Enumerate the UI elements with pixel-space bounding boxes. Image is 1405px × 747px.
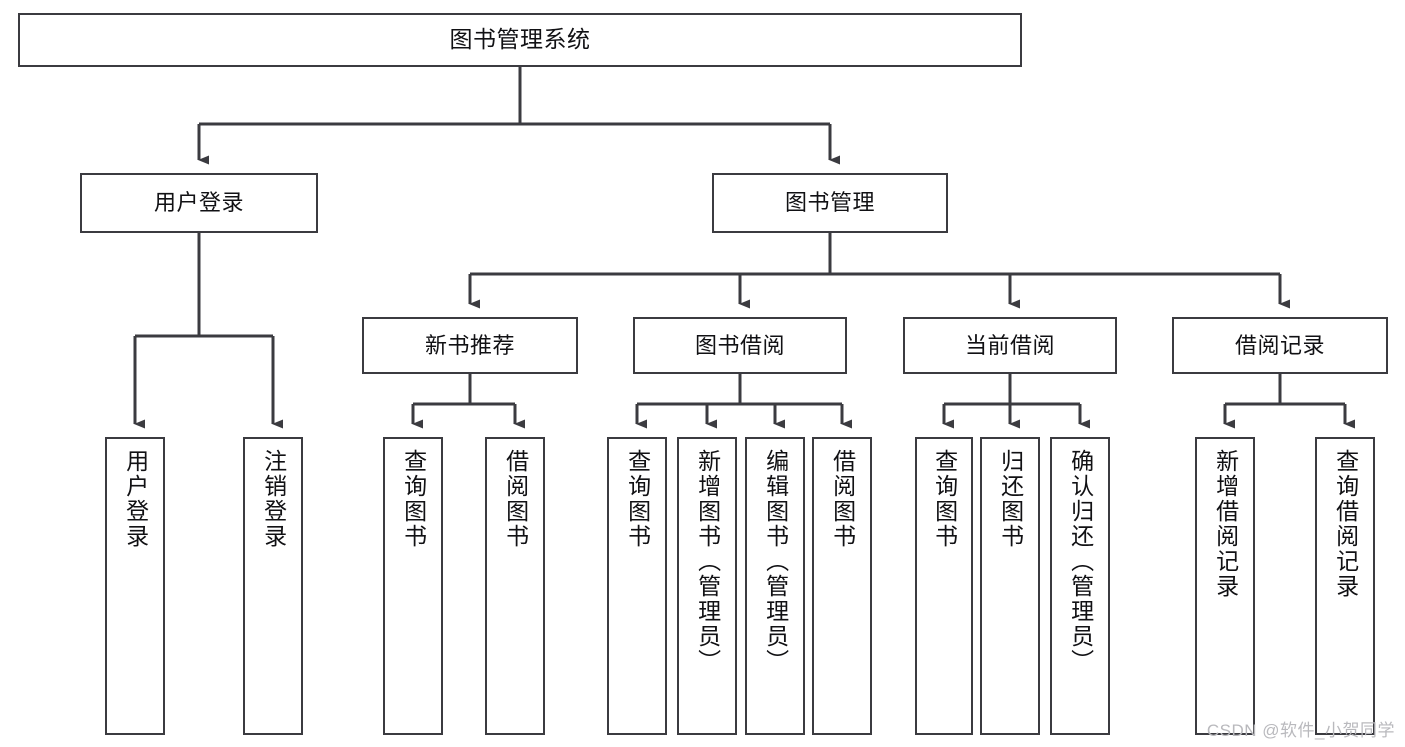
leaf-new-book-query-label: 查询图书: [400, 449, 427, 549]
node-borrow-record-label: 借阅记录: [1234, 332, 1325, 358]
leaf-current-borrow-query[interactable]: 查询图书: [915, 437, 973, 735]
leaf-borrow-record-query-label: 查询借阅记录: [1332, 449, 1359, 599]
leaf-user-login-logout[interactable]: 注销登录: [243, 437, 303, 735]
node-new-book-recommend-label: 新书推荐: [424, 332, 515, 358]
leaf-new-book-query[interactable]: 查询图书: [383, 437, 443, 735]
leaf-new-book-borrow[interactable]: 借阅图书: [485, 437, 545, 735]
node-borrow-record[interactable]: 借阅记录: [1172, 317, 1388, 374]
leaf-borrow-record-add[interactable]: 新增借阅记录: [1195, 437, 1255, 735]
node-user-login-label: 用户登录: [153, 190, 244, 216]
leaf-user-login-logout-label: 注销登录: [260, 449, 287, 549]
node-book-management-label: 图书管理: [784, 190, 875, 216]
leaf-borrow-record-add-label: 新增借阅记录: [1212, 449, 1239, 599]
node-current-borrow[interactable]: 当前借阅: [903, 317, 1117, 374]
node-user-login[interactable]: 用户登录: [80, 173, 318, 233]
leaf-book-borrow-borrow[interactable]: 借阅图书: [812, 437, 872, 735]
node-new-book-recommend[interactable]: 新书推荐: [362, 317, 578, 374]
leaf-current-borrow-confirm-label: 确认归还（管理员）: [1067, 449, 1094, 674]
leaf-current-borrow-query-label: 查询图书: [931, 449, 958, 549]
node-book-borrow[interactable]: 图书借阅: [633, 317, 847, 374]
leaf-book-borrow-query[interactable]: 查询图书: [607, 437, 667, 735]
node-root-label: 图书管理系统: [449, 26, 591, 53]
leaf-user-login-login[interactable]: 用户登录: [105, 437, 165, 735]
node-root-system[interactable]: 图书管理系统: [18, 13, 1022, 67]
leaf-new-book-borrow-label: 借阅图书: [502, 449, 529, 549]
leaf-book-borrow-edit-label: 编辑图书（管理员）: [762, 449, 789, 674]
node-book-management[interactable]: 图书管理: [712, 173, 948, 233]
node-current-borrow-label: 当前借阅: [964, 332, 1055, 358]
leaf-book-borrow-add-label: 新增图书（管理员）: [694, 449, 721, 674]
leaf-current-borrow-confirm[interactable]: 确认归还（管理员）: [1050, 437, 1110, 735]
leaf-user-login-login-label: 用户登录: [122, 449, 149, 549]
leaf-current-borrow-return[interactable]: 归还图书: [980, 437, 1040, 735]
csdn-watermark: CSDN @软件_小贺同学: [1206, 721, 1395, 740]
leaf-book-borrow-edit[interactable]: 编辑图书（管理员）: [745, 437, 805, 735]
leaf-current-borrow-return-label: 归还图书: [997, 449, 1024, 549]
leaf-borrow-record-query[interactable]: 查询借阅记录: [1315, 437, 1375, 735]
leaf-book-borrow-query-label: 查询图书: [624, 449, 651, 549]
node-book-borrow-label: 图书借阅: [694, 332, 785, 358]
leaf-book-borrow-borrow-label: 借阅图书: [829, 449, 856, 549]
leaf-book-borrow-add[interactable]: 新增图书（管理员）: [677, 437, 737, 735]
